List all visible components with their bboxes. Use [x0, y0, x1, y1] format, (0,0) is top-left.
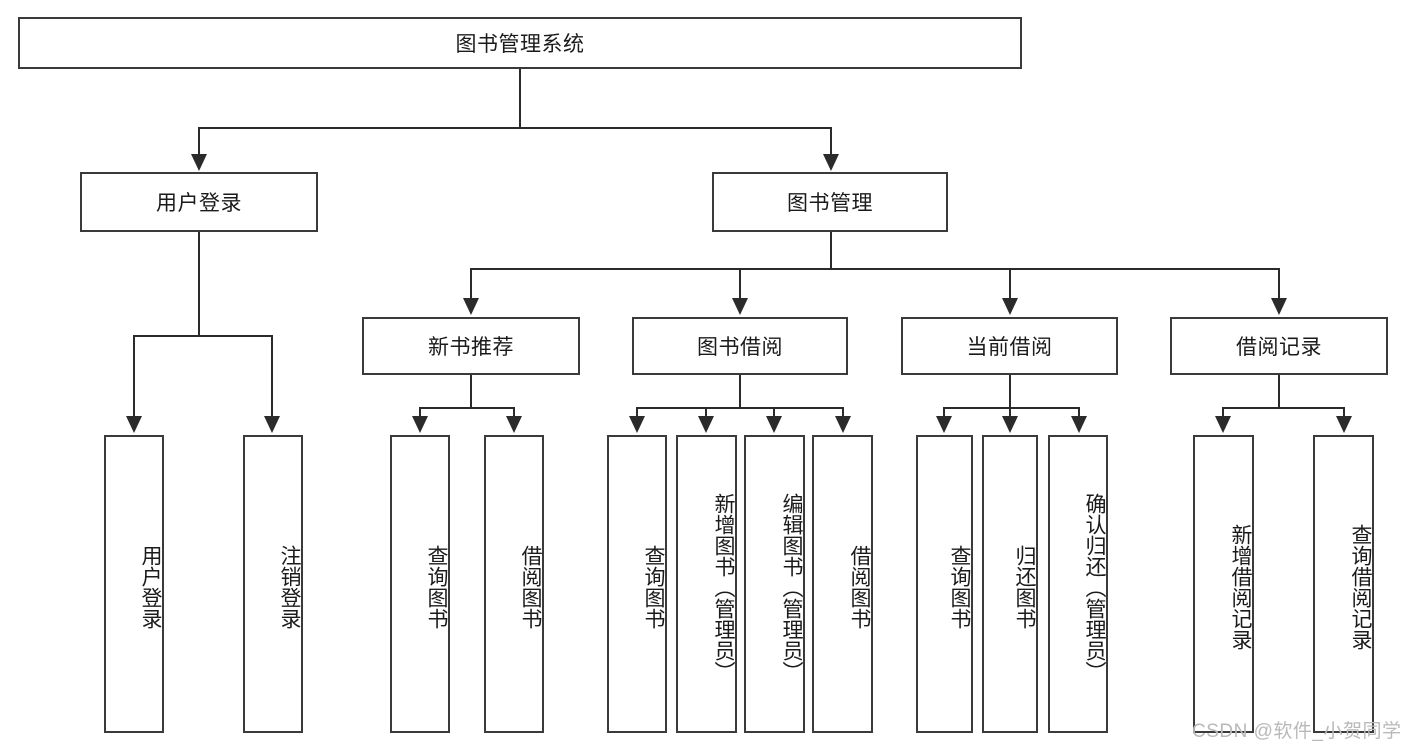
node-current-borrow-label: 当前借阅 — [966, 336, 1053, 359]
arrow-to-book-manage — [823, 154, 839, 171]
node-leaf-edit-book[interactable]: 编辑图书（管理员） — [744, 435, 805, 733]
node-leaf-edit-book-label: 编辑图书（管理员） — [780, 492, 803, 682]
edge-level3-bus — [470, 268, 1279, 270]
arrow-to-user-login — [191, 154, 207, 171]
edge-to-book-manage — [830, 127, 832, 156]
node-leaf-logout-label: 注销登录 — [278, 545, 301, 629]
node-leaf-add-record-label: 新增借阅记录 — [1229, 524, 1252, 650]
edge-to-leaf-query-book-3 — [943, 407, 945, 418]
node-leaf-query-book-3-label: 查询图书 — [948, 545, 971, 629]
edge-current-borrow-bus — [943, 407, 1080, 409]
node-leaf-add-record[interactable]: 新增借阅记录 — [1193, 435, 1254, 733]
node-leaf-borrow-book-2[interactable]: 借阅图书 — [812, 435, 873, 733]
node-new-book-rec[interactable]: 新书推荐 — [362, 317, 580, 375]
edge-to-leaf-query-record — [1343, 407, 1345, 418]
arrow-to-leaf-query-book-3 — [936, 416, 952, 433]
arrow-to-leaf-confirm-return — [1071, 416, 1087, 433]
node-book-borrow-label: 图书借阅 — [697, 336, 783, 359]
node-leaf-query-record[interactable]: 查询借阅记录 — [1313, 435, 1374, 733]
edge-to-leaf-borrow-book-1 — [513, 407, 515, 418]
node-leaf-return-book[interactable]: 归还图书 — [982, 435, 1038, 733]
arrow-to-leaf-borrow-book-1 — [506, 416, 522, 433]
arrow-to-leaf-edit-book — [766, 416, 782, 433]
arrow-to-leaf-logout — [264, 416, 280, 433]
edge-to-book-borrow — [739, 268, 741, 300]
node-leaf-borrow-book-1[interactable]: 借阅图书 — [484, 435, 544, 733]
edge-to-borrow-record — [1278, 268, 1280, 300]
edge-to-leaf-logout — [271, 335, 273, 418]
edge-to-leaf-edit-book — [773, 407, 775, 418]
arrow-to-leaf-query-book-2 — [629, 416, 645, 433]
edge-to-leaf-query-book-2 — [636, 407, 638, 418]
node-borrow-record[interactable]: 借阅记录 — [1170, 317, 1388, 375]
edge-new-book-rec-bus — [419, 407, 515, 409]
node-book-borrow[interactable]: 图书借阅 — [632, 317, 848, 375]
node-borrow-record-label: 借阅记录 — [1236, 336, 1322, 359]
node-leaf-query-book-2[interactable]: 查询图书 — [607, 435, 667, 733]
arrow-to-current-borrow — [1002, 298, 1018, 315]
node-leaf-add-book-label: 新增图书（管理员） — [712, 492, 735, 682]
edge-to-leaf-add-book — [705, 407, 707, 418]
edge-borrow-record-bus — [1222, 407, 1344, 409]
node-new-book-rec-label: 新书推荐 — [428, 336, 514, 359]
edge-to-user-login — [198, 127, 200, 156]
node-leaf-borrow-book-1-label: 借阅图书 — [519, 545, 542, 629]
node-leaf-add-book[interactable]: 新增图书（管理员） — [676, 435, 737, 733]
edge-to-leaf-borrow-book-2 — [842, 407, 844, 418]
arrow-to-leaf-add-record — [1215, 416, 1231, 433]
node-book-manage[interactable]: 图书管理 — [712, 172, 948, 232]
arrow-to-leaf-query-book-1 — [412, 416, 428, 433]
edge-borrow-record-stem — [1278, 375, 1280, 408]
edge-book-borrow-stem — [739, 375, 741, 408]
node-user-login-label: 用户登录 — [156, 192, 242, 215]
edge-level2-bus — [198, 127, 832, 129]
node-leaf-return-book-label: 归还图书 — [1013, 545, 1036, 629]
edge-new-book-rec-stem — [470, 375, 472, 408]
node-current-borrow[interactable]: 当前借阅 — [901, 317, 1118, 375]
edge-to-leaf-query-book-1 — [419, 407, 421, 418]
node-root[interactable]: 图书管理系统 — [18, 17, 1022, 69]
node-leaf-confirm-return[interactable]: 确认归还（管理员） — [1048, 435, 1108, 733]
node-user-login[interactable]: 用户登录 — [80, 172, 318, 232]
node-leaf-confirm-return-label: 确认归还（管理员） — [1083, 492, 1106, 682]
edge-current-borrow-stem — [1009, 375, 1011, 408]
edge-to-leaf-user-login — [133, 335, 135, 418]
edge-to-current-borrow — [1009, 268, 1011, 300]
node-leaf-query-record-label: 查询借阅记录 — [1349, 524, 1372, 650]
edge-user-login-bus — [133, 335, 273, 337]
node-leaf-query-book-1[interactable]: 查询图书 — [390, 435, 450, 733]
arrow-to-leaf-user-login — [126, 416, 142, 433]
arrow-to-new-book-rec — [463, 298, 479, 315]
node-leaf-user-login-label: 用户登录 — [139, 545, 162, 629]
node-leaf-borrow-book-2-label: 借阅图书 — [848, 545, 871, 629]
node-leaf-query-book-2-label: 查询图书 — [642, 545, 665, 629]
arrow-to-leaf-query-record — [1336, 416, 1352, 433]
arrow-to-borrow-record — [1271, 298, 1287, 315]
watermark-text: CSDN @软件_小贺同学 — [1192, 721, 1402, 742]
arrow-to-leaf-add-book — [698, 416, 714, 433]
edge-to-leaf-return-book — [1009, 407, 1011, 418]
arrow-to-leaf-return-book — [1002, 416, 1018, 433]
arrow-to-book-borrow — [732, 298, 748, 315]
arrow-to-leaf-borrow-book-2 — [835, 416, 851, 433]
node-book-manage-label: 图书管理 — [787, 192, 873, 215]
node-leaf-logout[interactable]: 注销登录 — [243, 435, 303, 733]
edge-root-stem — [519, 69, 521, 128]
node-leaf-user-login[interactable]: 用户登录 — [104, 435, 164, 733]
edge-to-leaf-add-record — [1222, 407, 1224, 418]
edge-book-borrow-bus — [636, 407, 844, 409]
edge-to-new-book-rec — [470, 268, 472, 300]
node-leaf-query-book-3[interactable]: 查询图书 — [916, 435, 973, 733]
edge-user-login-stem — [198, 232, 200, 336]
node-leaf-query-book-1-label: 查询图书 — [425, 545, 448, 629]
edge-book-manage-stem — [830, 232, 832, 269]
node-root-label: 图书管理系统 — [455, 33, 585, 56]
edge-to-leaf-confirm-return — [1078, 407, 1080, 418]
